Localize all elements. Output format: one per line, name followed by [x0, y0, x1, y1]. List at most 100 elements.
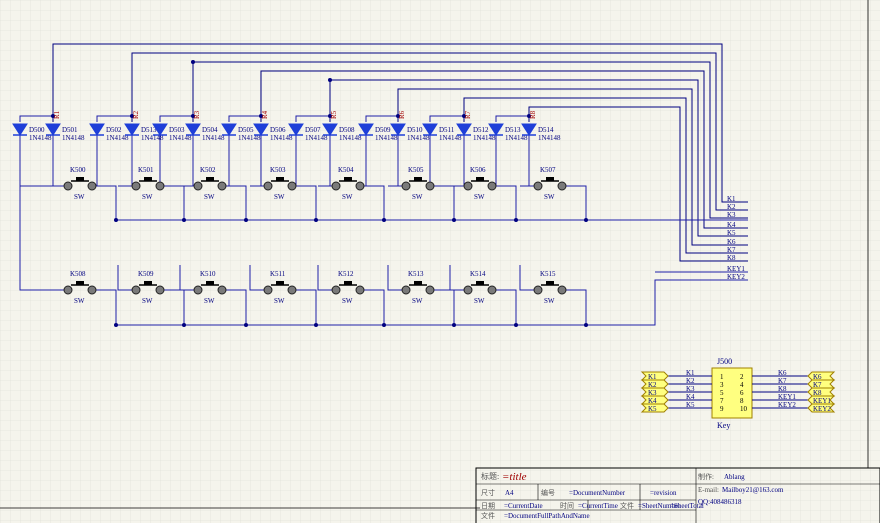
- wire: [528, 106, 748, 262]
- port-label: K8: [813, 389, 822, 397]
- switch-terminal: [287, 285, 297, 295]
- row-net-label: R6: [398, 110, 406, 119]
- wire: [329, 79, 748, 237]
- diode-triangle: [488, 123, 504, 136]
- diode-triangle: [288, 123, 304, 136]
- switch-ref: K504: [338, 166, 354, 174]
- connector-pin-number: 1: [720, 373, 724, 381]
- switch-terminal: [193, 285, 203, 295]
- port-label: K4: [648, 397, 657, 405]
- switch-type: SW: [412, 297, 423, 305]
- switch-terminal: [263, 285, 273, 295]
- switch-type: SW: [544, 193, 555, 201]
- diode-triangle: [521, 123, 537, 136]
- wire: [364, 185, 385, 220]
- junction-dot: [51, 114, 55, 118]
- connector-pin-number: 6: [740, 389, 744, 397]
- junction-dot: [452, 218, 456, 222]
- switch-plunger: [476, 177, 484, 181]
- net-label: K1: [727, 195, 736, 203]
- row-net-label: R2: [132, 110, 140, 119]
- junction-dot: [396, 114, 400, 118]
- wire: [96, 115, 132, 122]
- diode-part: 1N4148: [141, 134, 164, 142]
- connector-pin-number: 2: [740, 373, 744, 381]
- switch-terminal: [331, 285, 341, 295]
- author-label: 制作:: [698, 472, 714, 481]
- wire: [295, 115, 330, 122]
- wire: [192, 61, 748, 219]
- diode-part: 1N4148: [538, 134, 561, 142]
- switch-terminal: [355, 181, 365, 191]
- switch-ref: K510: [200, 270, 216, 278]
- row-net-label: R8: [529, 110, 537, 119]
- diode-triangle: [221, 123, 237, 136]
- switch-ref: K501: [138, 166, 154, 174]
- diode-ref: D511: [439, 126, 455, 134]
- diode-ref: D513: [505, 126, 521, 134]
- switch-ref: K503: [270, 166, 286, 174]
- switch-type: SW: [204, 297, 215, 305]
- diode-layer: D5001N4148D5011N4148D5021N4148D5131N4148…: [12, 123, 561, 142]
- diode-ref: D500: [29, 126, 45, 134]
- diode-part: 1N4148: [62, 134, 85, 142]
- wire: [365, 115, 398, 122]
- switch-plunger: [144, 177, 152, 181]
- switch-type: SW: [342, 297, 353, 305]
- net-label: K6: [727, 238, 736, 246]
- junction-dot: [328, 114, 332, 118]
- switch-terminal: [217, 285, 227, 295]
- diode-ref: D514: [538, 126, 554, 134]
- switch-type: SW: [142, 297, 153, 305]
- connector-net-label: K7: [778, 377, 787, 385]
- revision-value: =revision: [650, 489, 677, 497]
- diode-part: 1N4148: [439, 134, 462, 142]
- port-label: K3: [648, 389, 657, 397]
- switch-terminal: [557, 285, 567, 295]
- switch-ref: K505: [408, 166, 424, 174]
- connector-net-label: K1: [686, 369, 695, 377]
- author-value: Ablang: [724, 473, 745, 481]
- switch-ref: K500: [70, 166, 86, 174]
- wire: [566, 185, 587, 220]
- diode-triangle: [45, 123, 61, 136]
- switch-terminal: [401, 181, 411, 191]
- switch-terminal: [87, 285, 97, 295]
- wire: [429, 115, 464, 122]
- wire: [179, 265, 194, 291]
- qq-value: QQ:408486318: [698, 498, 742, 506]
- diode-part: 1N4148: [407, 134, 430, 142]
- time-value: =CurrentTime: [578, 502, 618, 510]
- wire: [260, 70, 748, 229]
- diode-part: 1N4148: [29, 134, 52, 142]
- connector-net-label: K4: [686, 393, 695, 401]
- junction-dot: [314, 323, 318, 327]
- diode-triangle: [152, 123, 168, 136]
- junction-dot: [328, 78, 332, 82]
- title-label: 标题:: [481, 471, 499, 481]
- connector-pin-number: 9: [720, 405, 724, 413]
- connector-net-label: K6: [778, 369, 787, 377]
- switch-ref: K508: [70, 270, 86, 278]
- diode-triangle: [390, 123, 406, 136]
- switch-terminal: [557, 181, 567, 191]
- junction-layer: [51, 60, 588, 327]
- switch-plunger: [414, 177, 422, 181]
- switch-terminal: [463, 181, 473, 191]
- switch-ref: K506: [470, 166, 486, 174]
- diode-triangle: [253, 123, 269, 136]
- sheet-label: 文件: [620, 501, 634, 510]
- connector-value: Key: [717, 421, 730, 430]
